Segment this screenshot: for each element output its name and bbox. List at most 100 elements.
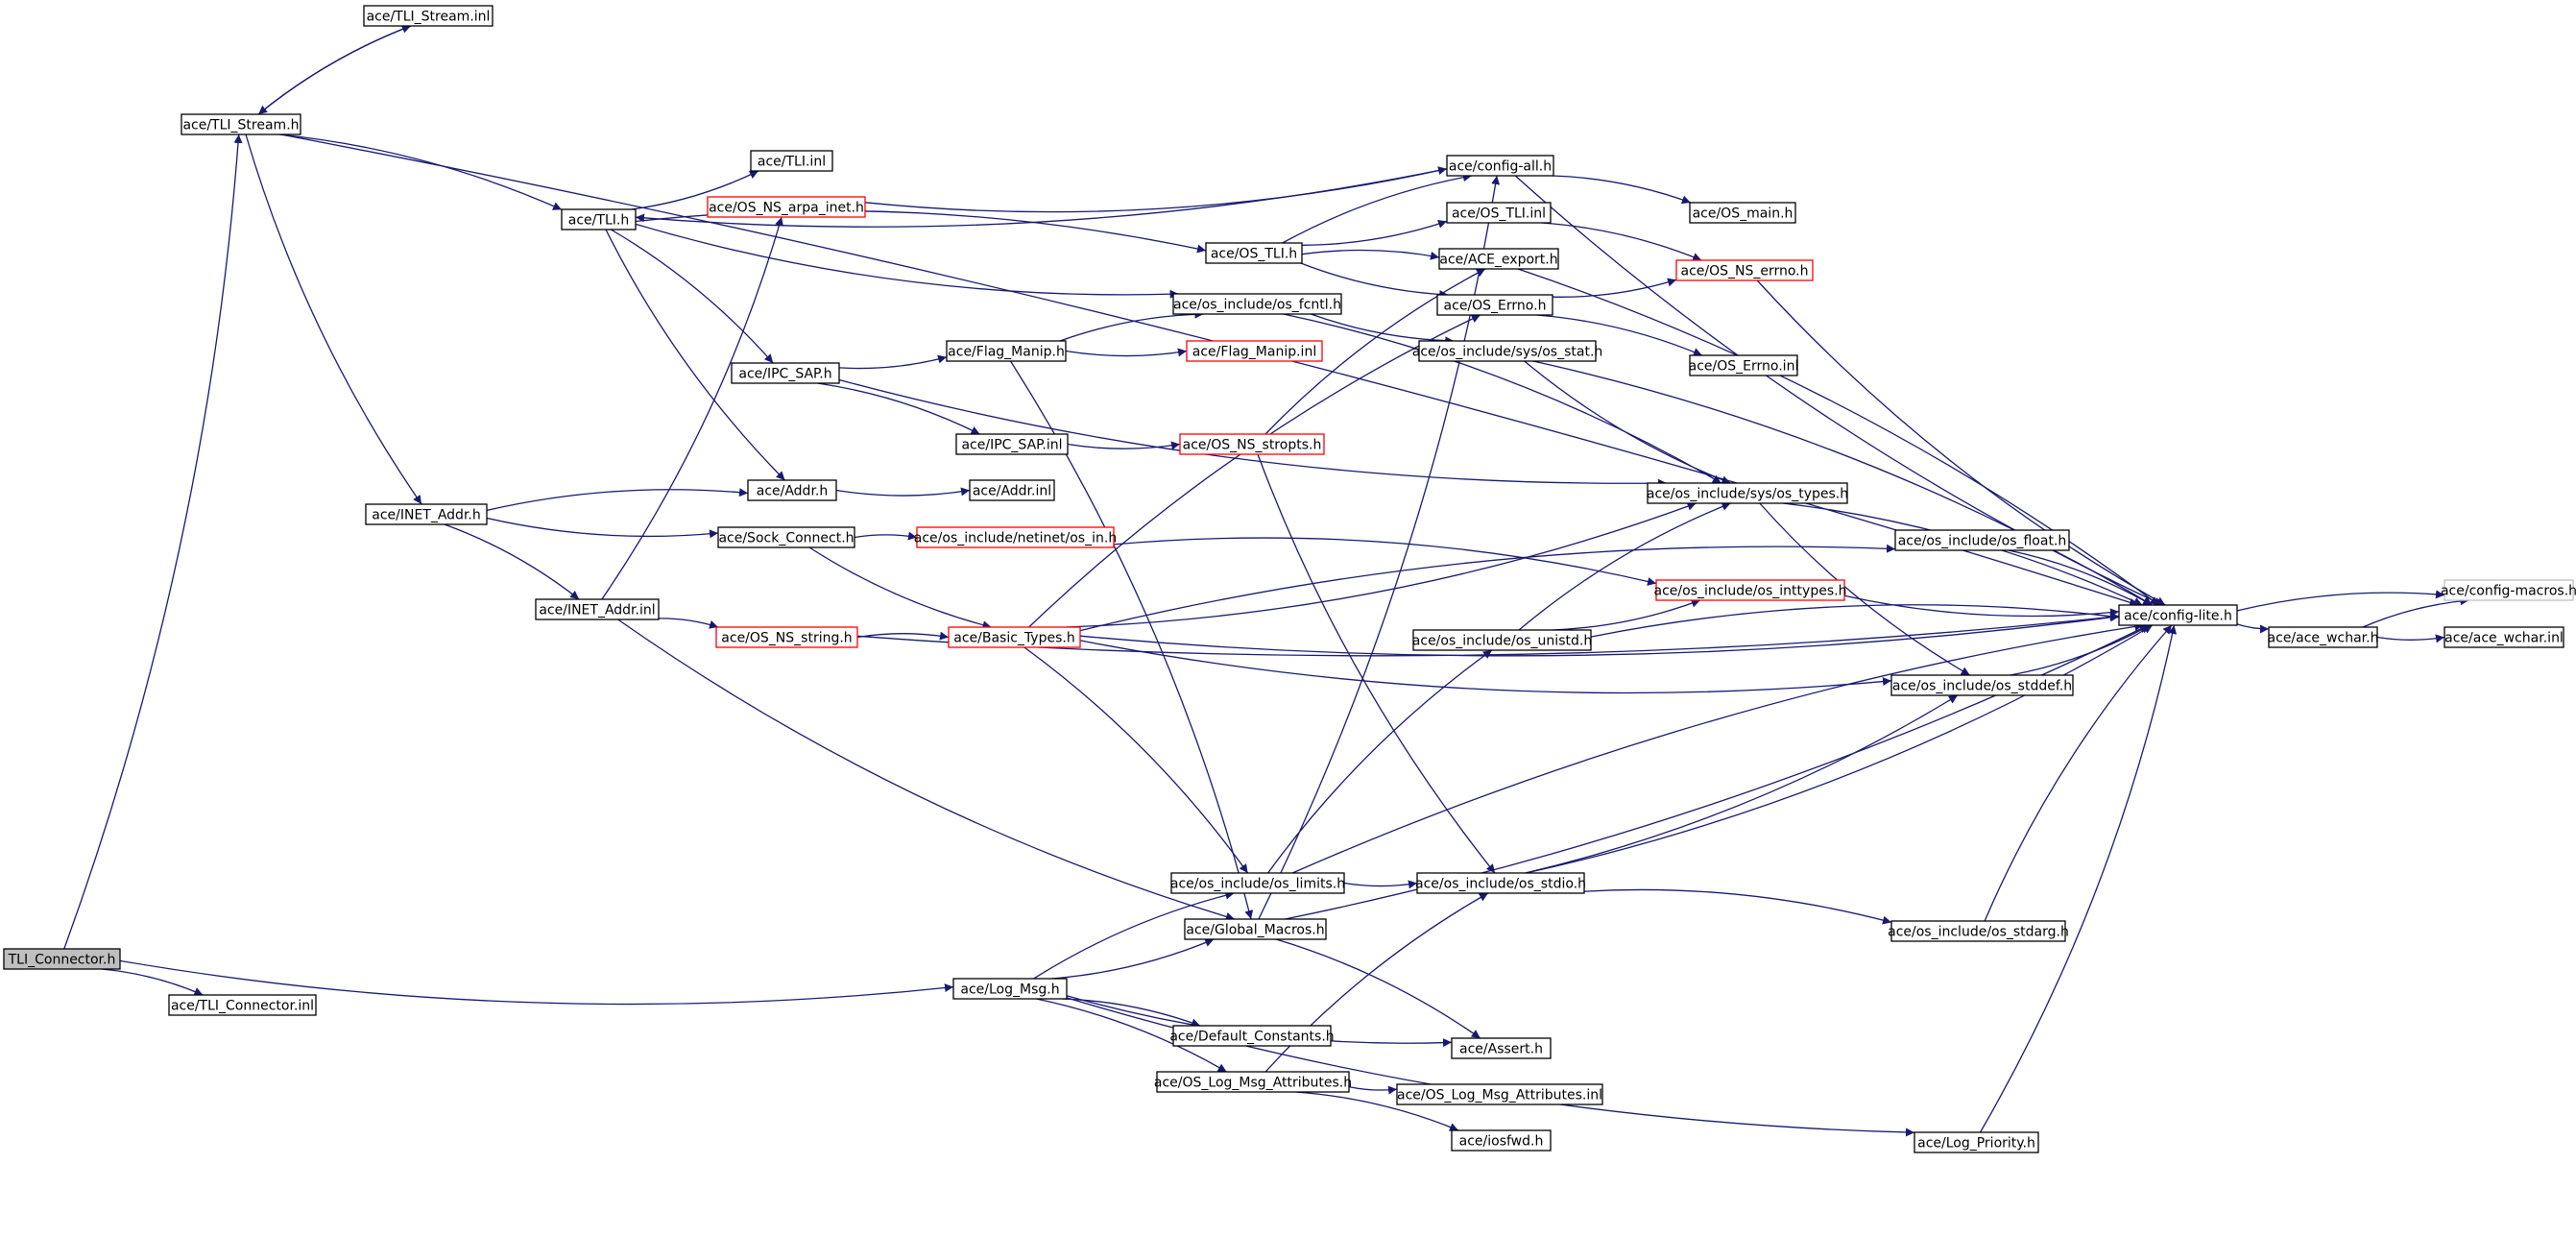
node-label: ace/OS_TLI.inl [1452, 206, 1546, 222]
edge-line [1348, 1085, 1398, 1095]
node-tli-h[interactable]: ace/TLI.h [561, 208, 637, 230]
edge-tli_h-to-addr_h [605, 229, 785, 481]
edge-line [1552, 278, 1677, 298]
edge-line [1979, 624, 2178, 1133]
edge-line [854, 531, 918, 541]
node-os-ns-arpa-inet-h[interactable]: ace/OS_NS_arpa_inet.h [707, 196, 866, 218]
edge-flag_manip_h-to-os_fcntl_h [1059, 309, 1204, 342]
edge-line [605, 229, 785, 481]
node-os-tli-h[interactable]: ace/OS_TLI.h [1205, 242, 1303, 264]
node-os-log-msg-attributes-inl[interactable]: ace/OS_Log_Msg_Attributes.inl [1396, 1083, 1603, 1105]
node-os-ns-stropts-h[interactable]: ace/OS_NS_stropts.h [1179, 433, 1325, 455]
node-os-log-msg-attributes-h[interactable]: ace/OS_Log_Msg_Attributes.h [1154, 1071, 1352, 1093]
node-basic-types-h[interactable]: ace/Basic_Types.h [948, 626, 1081, 648]
node-assert-h[interactable]: ace/Assert.h [1451, 1037, 1552, 1059]
node-os-unistd-h[interactable]: ace/os_include/os_unistd.h [1412, 629, 1592, 651]
node-flag-manip-inl[interactable]: ace/Flag_Manip.inl [1186, 340, 1323, 362]
node-global-macros-h[interactable]: ace/Global_Macros.h [1184, 918, 1327, 940]
node-label: ace/OS_main.h [1693, 206, 1794, 222]
node-os-stat-h[interactable]: ace/os_include/sys/os_stat.h [1412, 340, 1603, 362]
node-os-types-h[interactable]: ace/os_include/sys/os_types.h [1647, 482, 1848, 504]
node-os-stddef-h[interactable]: ace/os_include/os_stddef.h [1890, 674, 2074, 696]
edge-tli_connector_h-to-log_msg_h [119, 959, 954, 1006]
node-os-float-h[interactable]: ace/os_include/os_float.h [1894, 529, 2070, 551]
edge-os_errno_h-to-os_errno_inl [1536, 314, 1703, 356]
edge-line [2376, 634, 2445, 643]
node-tli-stream-h[interactable]: ace/TLI_Stream.h [181, 113, 301, 135]
node-box [535, 598, 660, 620]
edge-inet_addr_inl-to-os_ns_arpa_inet_h [601, 216, 783, 600]
node-tli-connector-h[interactable]: TLI_Connector.h [3, 948, 121, 970]
edge-log_msg_h-to-default_constants_h [1061, 998, 1201, 1028]
node-box [1170, 872, 1345, 894]
nodes: TLI_Connector.h ace/TLI_Connector.inl ace/… [3, 5, 2576, 1153]
node-os-stdio-h[interactable]: ace/os_include/os_stdio.h [1415, 872, 1586, 894]
node-ipc-sap-h[interactable]: ace/IPC_SAP.h [731, 362, 840, 384]
node-os-fcntl-h[interactable]: ace/os_include/os_fcntl.h [1172, 293, 1342, 315]
node-default-constants-h[interactable]: ace/Default_Constants.h [1169, 1025, 1335, 1047]
node-os-limits-h[interactable]: ace/os_include/os_limits.h [1170, 872, 1345, 894]
node-ipc-sap-inl[interactable]: ace/IPC_SAP.inl [955, 433, 1069, 455]
node-label: ace/config-lite.h [2124, 609, 2232, 624]
node-label: ace/os_include/netinet/os_in.h [914, 531, 1117, 546]
node-flag-manip-h[interactable]: ace/Flag_Manip.h [946, 340, 1067, 362]
node-inet-addr-h[interactable]: ace/INET_Addr.h [365, 503, 488, 525]
node-box [1689, 354, 1798, 376]
node-log-priority-h[interactable]: ace/Log_Priority.h [1914, 1131, 2039, 1153]
edge-line [1295, 1091, 1459, 1131]
node-os-errno-inl[interactable]: ace/OS_Errno.inl [1689, 354, 1799, 376]
node-tli-stream-inl[interactable]: ace/TLI_Stream.inl [363, 5, 494, 27]
node-config-macros-h[interactable]: ace/config-macros.h [2441, 579, 2576, 601]
node-ace-wchar-h[interactable]: ace/ace_wchar.h [2268, 626, 2379, 648]
node-os-ns-errno-h[interactable]: ace/OS_NS_errno.h [1675, 259, 1814, 281]
node-label: ace/IPC_SAP.inl [961, 438, 1062, 453]
node-label: ace/os_include/os_unistd.h [1412, 634, 1592, 649]
edge-line [257, 25, 412, 115]
node-box [1647, 482, 1848, 504]
node-label: ace/Sock_Connect.h [718, 531, 854, 546]
edge-os_log_msg_attributes_h-to-iosfwd_h [1295, 1091, 1459, 1131]
edge-line [1525, 694, 1959, 874]
node-box [2444, 626, 2564, 648]
edge-line [632, 170, 759, 210]
node-config-all-h[interactable]: ace/config-all.h [1446, 155, 1554, 177]
edge-os_stdarg_h-to-config_lite_h [1984, 624, 2173, 922]
node-os-tli-inl[interactable]: ace/OS_TLI.inl [1446, 202, 1552, 224]
node-os-inttypes-h[interactable]: ace/os_include/os_inttypes.h [1654, 579, 1847, 601]
node-os-stdarg-h[interactable]: ace/os_include/os_stdarg.h [1888, 920, 2069, 942]
edge-line [1532, 360, 2154, 606]
node-box [1156, 1071, 1350, 1093]
edge-line [1518, 502, 1731, 631]
node-log-msg-h[interactable]: ace/Log_Msg.h [952, 978, 1068, 1000]
node-os-ns-string-h[interactable]: ace/OS_NS_string.h [715, 626, 858, 648]
node-os-errno-h[interactable]: ace/OS_Errno.h [1436, 294, 1553, 316]
node-ace-export-h[interactable]: ace/ACE_export.h [1438, 248, 1559, 270]
node-label: ace/config-all.h [1449, 159, 1552, 175]
node-box [747, 479, 837, 501]
node-box [750, 150, 833, 172]
node-ace-wchar-inl[interactable]: ace/ace_wchar.inl [2444, 626, 2564, 648]
node-os-main-h[interactable]: ace/OS_main.h [1689, 202, 1796, 224]
edge-os_in_h-to-os_inttypes_h [1113, 537, 1657, 586]
edge-sock_connect_h-to-basic_types_h [808, 546, 992, 630]
node-addr-h[interactable]: ace/Addr.h [747, 479, 837, 501]
node-addr-inl[interactable]: ace/Addr.inl [969, 479, 1055, 501]
node-box [561, 208, 637, 230]
node-tli-inl[interactable]: ace/TLI.inl [750, 150, 833, 172]
node-inet-addr-inl[interactable]: ace/INET_Addr.inl [535, 598, 660, 620]
edge-os_ns_string_h-to-basic_types_h [856, 631, 950, 641]
node-box [1446, 155, 1554, 177]
node-box [948, 626, 1081, 648]
edge-tli_h-to-tli_inl [632, 170, 759, 210]
node-os-in-h[interactable]: ace/os_include/netinet/os_in.h [914, 526, 1117, 548]
node-label: ace/OS_Log_Msg_Attributes.inl [1397, 1088, 1602, 1104]
node-config-lite-h[interactable]: ace/config-lite.h [2118, 604, 2238, 626]
edge-line [486, 488, 749, 512]
edge-ipc_sap_h-to-ipc_sap_inl [817, 382, 980, 435]
node-tli-connector-inl[interactable]: ace/TLI_Connector.inl [168, 994, 317, 1016]
edge-line [1285, 624, 2149, 920]
node-sock-connect-h[interactable]: ace/Sock_Connect.h [717, 526, 855, 548]
node-box [1446, 202, 1552, 224]
edge-line [2362, 596, 2469, 628]
node-iosfwd-h[interactable]: ace/iosfwd.h [1451, 1129, 1552, 1152]
